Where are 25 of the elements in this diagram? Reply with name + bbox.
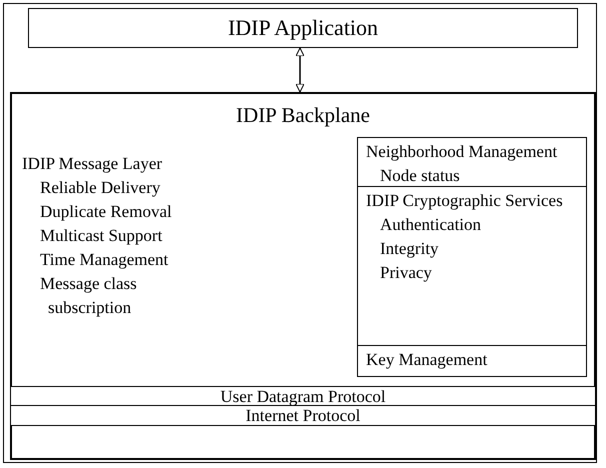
service-box — [357, 345, 587, 377]
layer-item: Time Management — [40, 249, 168, 271]
layer-item: Duplicate Removal — [40, 201, 172, 223]
box-item: Node status — [380, 166, 460, 186]
box-heading: IDIP Cryptographic Services — [366, 191, 563, 211]
box-item: Privacy — [380, 263, 432, 283]
box-heading: User Datagram Protocol — [220, 387, 386, 406]
double-arrow — [296, 48, 304, 92]
box-heading: Internet Protocol — [246, 406, 360, 425]
layer-heading: IDIP Message Layer — [22, 153, 162, 175]
box-heading: Neighborhood Management — [366, 142, 558, 162]
layer-item: Multicast Support — [40, 225, 162, 247]
service-box — [357, 186, 587, 346]
box-item: Authentication — [380, 215, 482, 235]
box-heading: IDIP Backplane — [236, 104, 370, 127]
protocol-band — [10, 405, 596, 426]
box-heading: Key Management — [366, 350, 488, 370]
layer-item: Reliable Delivery — [40, 177, 160, 199]
box-item: Integrity — [380, 239, 439, 259]
protocol-band — [10, 386, 596, 406]
service-box — [357, 137, 587, 187]
box-heading: IDIP Application — [228, 16, 378, 40]
application-box — [28, 8, 578, 48]
layer-item: Message class subscription — [40, 273, 138, 319]
backplane-box — [10, 92, 596, 460]
